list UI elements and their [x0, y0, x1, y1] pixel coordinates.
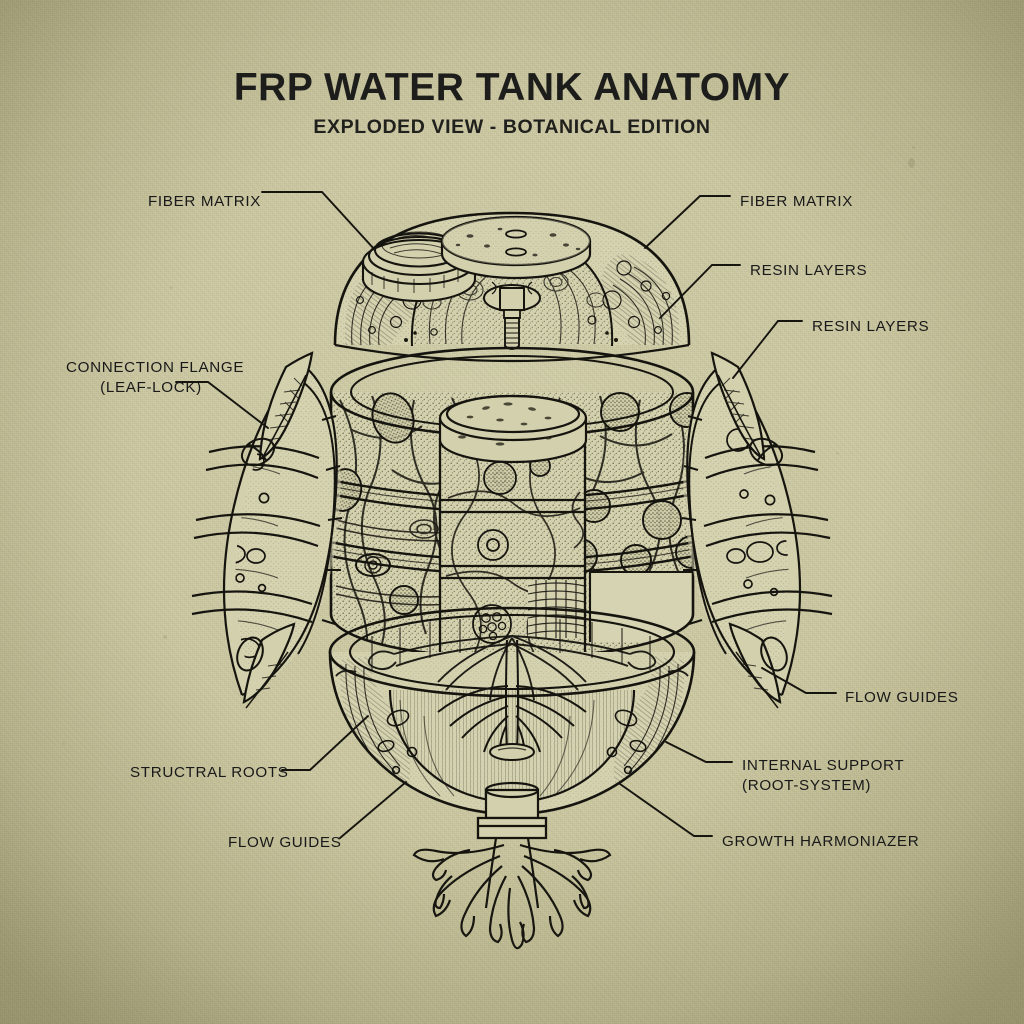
dome-bolt	[483, 281, 541, 350]
page-title: FRP WATER TANK ANATOMY	[233, 66, 791, 109]
label-growth-harmoniazer-right: GROWTH HARMONIAZER	[722, 833, 920, 850]
leader-fiber-matrix-right	[644, 195, 731, 249]
label-resin-layers-lower: RESIN LAYERS	[812, 318, 930, 335]
leader-structral-roots-left	[281, 715, 369, 771]
label-connection-flange-left: CONNECTION FLANGE (LEAF-LOCK)	[66, 359, 245, 397]
paper-speck	[836, 452, 839, 455]
label-fiber-matrix-right: FIBER MATRIX	[740, 193, 853, 210]
label-flow-guides-left: FLOW GUIDES	[228, 834, 342, 851]
leader-growth-harmoniazer	[619, 783, 713, 837]
leader-connection-flange-left	[175, 381, 269, 429]
column-cap	[438, 394, 588, 464]
paper-speck	[912, 146, 915, 149]
label-internal-support-right: INTERNAL SUPPORT (ROOT-SYSTEM)	[742, 757, 905, 795]
leader-fiber-matrix-left	[261, 191, 376, 251]
paper-speck	[62, 742, 65, 745]
label-resin-layers-upper: RESIN LAYERS	[750, 262, 868, 279]
leader-internal-support	[665, 741, 733, 763]
leader-resin-layers-upper	[659, 264, 741, 319]
leader-flow-guides-left	[339, 781, 407, 839]
leader-lines	[175, 191, 837, 839]
dome-manhole-left	[361, 231, 477, 303]
paper-speck	[908, 158, 915, 168]
leader-flow-guides-right	[761, 667, 837, 694]
page-subtitle: EXPLODED VIEW - BOTANICAL EDITION	[313, 116, 711, 138]
label-structral-roots-left: STRUCTRAL ROOTS	[130, 764, 289, 781]
paper-speck	[170, 286, 173, 289]
left-leaf-blade-bottom	[242, 622, 296, 709]
right-leaf-blade-bottom	[728, 622, 782, 709]
title-block: FRP WATER TANK ANATOMY EXPLODED VIEW - B…	[0, 68, 1024, 138]
dome-manhole-right	[440, 215, 592, 280]
right-leaf-blade-top	[710, 351, 766, 461]
bowl-base	[328, 606, 696, 816]
tap-root-outlet	[412, 781, 612, 950]
label-fiber-matrix-left: FIBER MATRIX	[148, 193, 261, 210]
leader-resin-layers-lower	[732, 320, 803, 379]
root-struts	[335, 635, 689, 701]
paper-speck	[163, 635, 167, 639]
label-flow-guides-right: FLOW GUIDES	[845, 689, 959, 706]
dome-cap	[333, 211, 691, 363]
root-fan	[412, 837, 612, 950]
left-leaf-panel	[191, 351, 343, 709]
